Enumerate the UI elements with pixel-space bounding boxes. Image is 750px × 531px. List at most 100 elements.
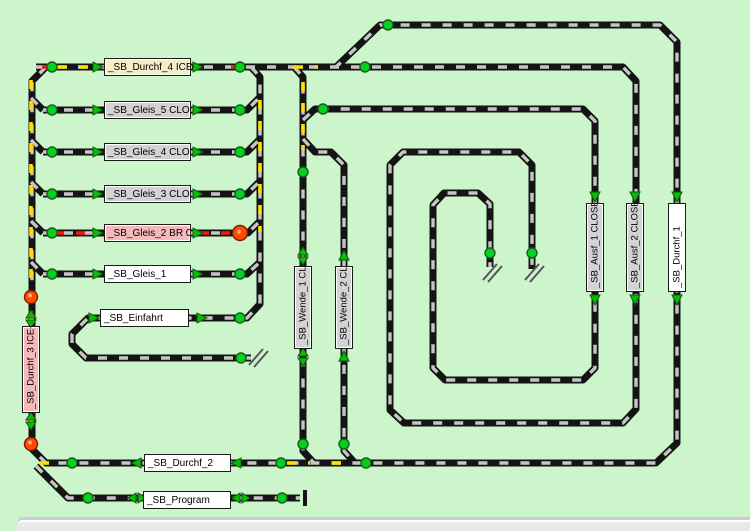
sensor-on[interactable]	[359, 61, 371, 73]
sensor-on[interactable]	[234, 268, 246, 280]
track-row1-spiral[interactable]	[36, 63, 640, 427]
sensor-on[interactable]	[66, 457, 78, 469]
signal-arrow-east[interactable]	[92, 146, 105, 158]
signal-arrow-east[interactable]	[192, 188, 205, 200]
block-label-gleis3[interactable]: _SB_Gleis_3 CLOSED	[104, 185, 191, 203]
signal-arrow-east[interactable]	[92, 227, 105, 239]
track-ties-program-row	[34, 464, 300, 500]
signal-arrow-south[interactable]	[671, 294, 683, 307]
signal-arrow-west[interactable]	[127, 492, 137, 504]
signal-arrow-south[interactable]	[589, 191, 601, 204]
sensor-on[interactable]	[46, 146, 58, 158]
buffer-stop	[487, 265, 503, 283]
block-label-durchf1[interactable]: _SB_Durchf_1	[668, 203, 686, 292]
sensor-on[interactable]	[484, 247, 496, 259]
sensor-highlight	[237, 229, 241, 234]
signal-arrow-south[interactable]	[629, 294, 641, 307]
signal-arrow-east[interactable]	[92, 104, 105, 116]
block-label-wende2[interactable]: _SB_Wende_2 CLOSED	[335, 266, 353, 349]
signal-arrow-north[interactable]	[25, 411, 37, 421]
sensor-on[interactable]	[360, 457, 372, 469]
block-label-gleis5[interactable]: _SB_Gleis_5 CLOSED	[104, 101, 191, 119]
signal-arrow-south[interactable]	[25, 421, 37, 431]
signal-arrow-east[interactable]	[241, 492, 251, 504]
track-outer-loop[interactable]	[28, 21, 681, 467]
sensor-on[interactable]	[234, 61, 246, 73]
signal-arrow-north[interactable]	[25, 309, 37, 319]
sensor-on[interactable]	[276, 492, 288, 504]
sensor-on[interactable]	[275, 457, 287, 469]
sensor-on[interactable]	[46, 188, 58, 200]
block-label-program[interactable]: _SB_Program	[143, 491, 231, 509]
signal-arrow-north[interactable]	[338, 248, 350, 261]
buffer-stop	[529, 265, 545, 283]
block-label-gleis2[interactable]: _SB_Gleis_2 BR 01-11	[104, 224, 191, 242]
track-row2-east-spiral[interactable]	[300, 105, 599, 384]
sensor-on[interactable]	[297, 438, 309, 450]
signal-arrow-south[interactable]	[671, 191, 683, 204]
block-label-durchf3[interactable]: _SB_Durchf_3 ICE-Lok	[22, 326, 40, 413]
sensor-on[interactable]	[234, 146, 246, 158]
sensor-on[interactable]	[382, 19, 394, 31]
block-label-durchf4[interactable]: _SB_Durchf_4 ICE-Lok	[104, 58, 191, 76]
sensor-on[interactable]	[234, 104, 246, 116]
sensor-on[interactable]	[297, 166, 309, 178]
track-ties-trunk-link6	[29, 260, 45, 276]
signal-arrow-south[interactable]	[297, 357, 309, 367]
track-ties-row1-spiral	[36, 65, 638, 425]
signal-arrow-south[interactable]	[589, 294, 601, 307]
signal-arrow-south[interactable]	[297, 256, 309, 266]
track-ties-outer-loop	[30, 23, 679, 465]
block-label-ausf1[interactable]: _SB_Ausf_1 CLOSED	[586, 203, 604, 292]
sensor-on[interactable]	[82, 492, 94, 504]
sensor-on[interactable]	[46, 227, 58, 239]
buffer-stop	[524, 263, 540, 281]
sensor-on[interactable]	[234, 312, 246, 324]
sensor-on[interactable]	[46, 104, 58, 116]
track-ties-wende2-column	[301, 137, 357, 465]
sensor-on[interactable]	[317, 103, 329, 115]
signal-arrow-east[interactable]	[92, 268, 105, 280]
block-label-durchf2[interactable]: _SB_Durchf_2	[144, 454, 231, 472]
block-label-einfahrt[interactable]: _SB_Einfahrt	[100, 309, 189, 327]
signal-arrow-north[interactable]	[297, 246, 309, 256]
block-label-ausf2[interactable]: _SB_Ausf_2 CLOSED	[626, 203, 644, 292]
track-ties-trunk-link2	[29, 96, 45, 112]
block-label-wende1[interactable]: _SB_Wende_1 CLOSED	[294, 266, 312, 349]
signal-arrow-east[interactable]	[192, 227, 205, 239]
block-label-gleis4[interactable]: _SB_Gleis_4 CLOSED	[104, 143, 191, 161]
sensor-on[interactable]	[235, 352, 247, 364]
signal-arrow-west[interactable]	[229, 457, 242, 469]
signal-arrow-east[interactable]	[92, 61, 105, 73]
sensor-on[interactable]	[234, 188, 246, 200]
signal-arrow-east[interactable]	[88, 312, 101, 324]
signal-arrow-east[interactable]	[192, 268, 205, 280]
signal-arrow-west[interactable]	[129, 457, 142, 469]
signal-arrow-north[interactable]	[338, 349, 350, 362]
signal-arrow-west[interactable]	[231, 492, 241, 504]
track-ties-trunk-link4	[29, 180, 45, 196]
sensor-highlight	[28, 293, 32, 298]
track-ties-trunk-link3	[29, 138, 45, 154]
signal-arrow-north[interactable]	[297, 347, 309, 357]
signal-arrow-south[interactable]	[629, 191, 641, 204]
track-ties-trunk-link5	[29, 219, 45, 235]
signal-arrow-east[interactable]	[192, 61, 205, 73]
signal-arrow-south[interactable]	[25, 319, 37, 329]
signal-arrow-east[interactable]	[137, 492, 147, 504]
sensor-on[interactable]	[526, 247, 538, 259]
sensor-on[interactable]	[46, 61, 58, 73]
buffer-stop	[482, 263, 498, 281]
window-edge	[18, 520, 750, 531]
block-label-gleis1[interactable]: _SB_Gleis_1	[104, 265, 191, 283]
track-ties-ladder-einfahrt	[70, 65, 262, 360]
sensor-on[interactable]	[46, 268, 58, 280]
buffer-stop	[253, 350, 269, 368]
signal-arrow-east[interactable]	[192, 146, 205, 158]
sensor-on[interactable]	[338, 438, 350, 450]
track-ties-wende1-column	[292, 65, 316, 465]
signal-arrow-east[interactable]	[92, 188, 105, 200]
signal-arrow-east[interactable]	[192, 104, 205, 116]
signal-arrow-east[interactable]	[196, 312, 209, 324]
